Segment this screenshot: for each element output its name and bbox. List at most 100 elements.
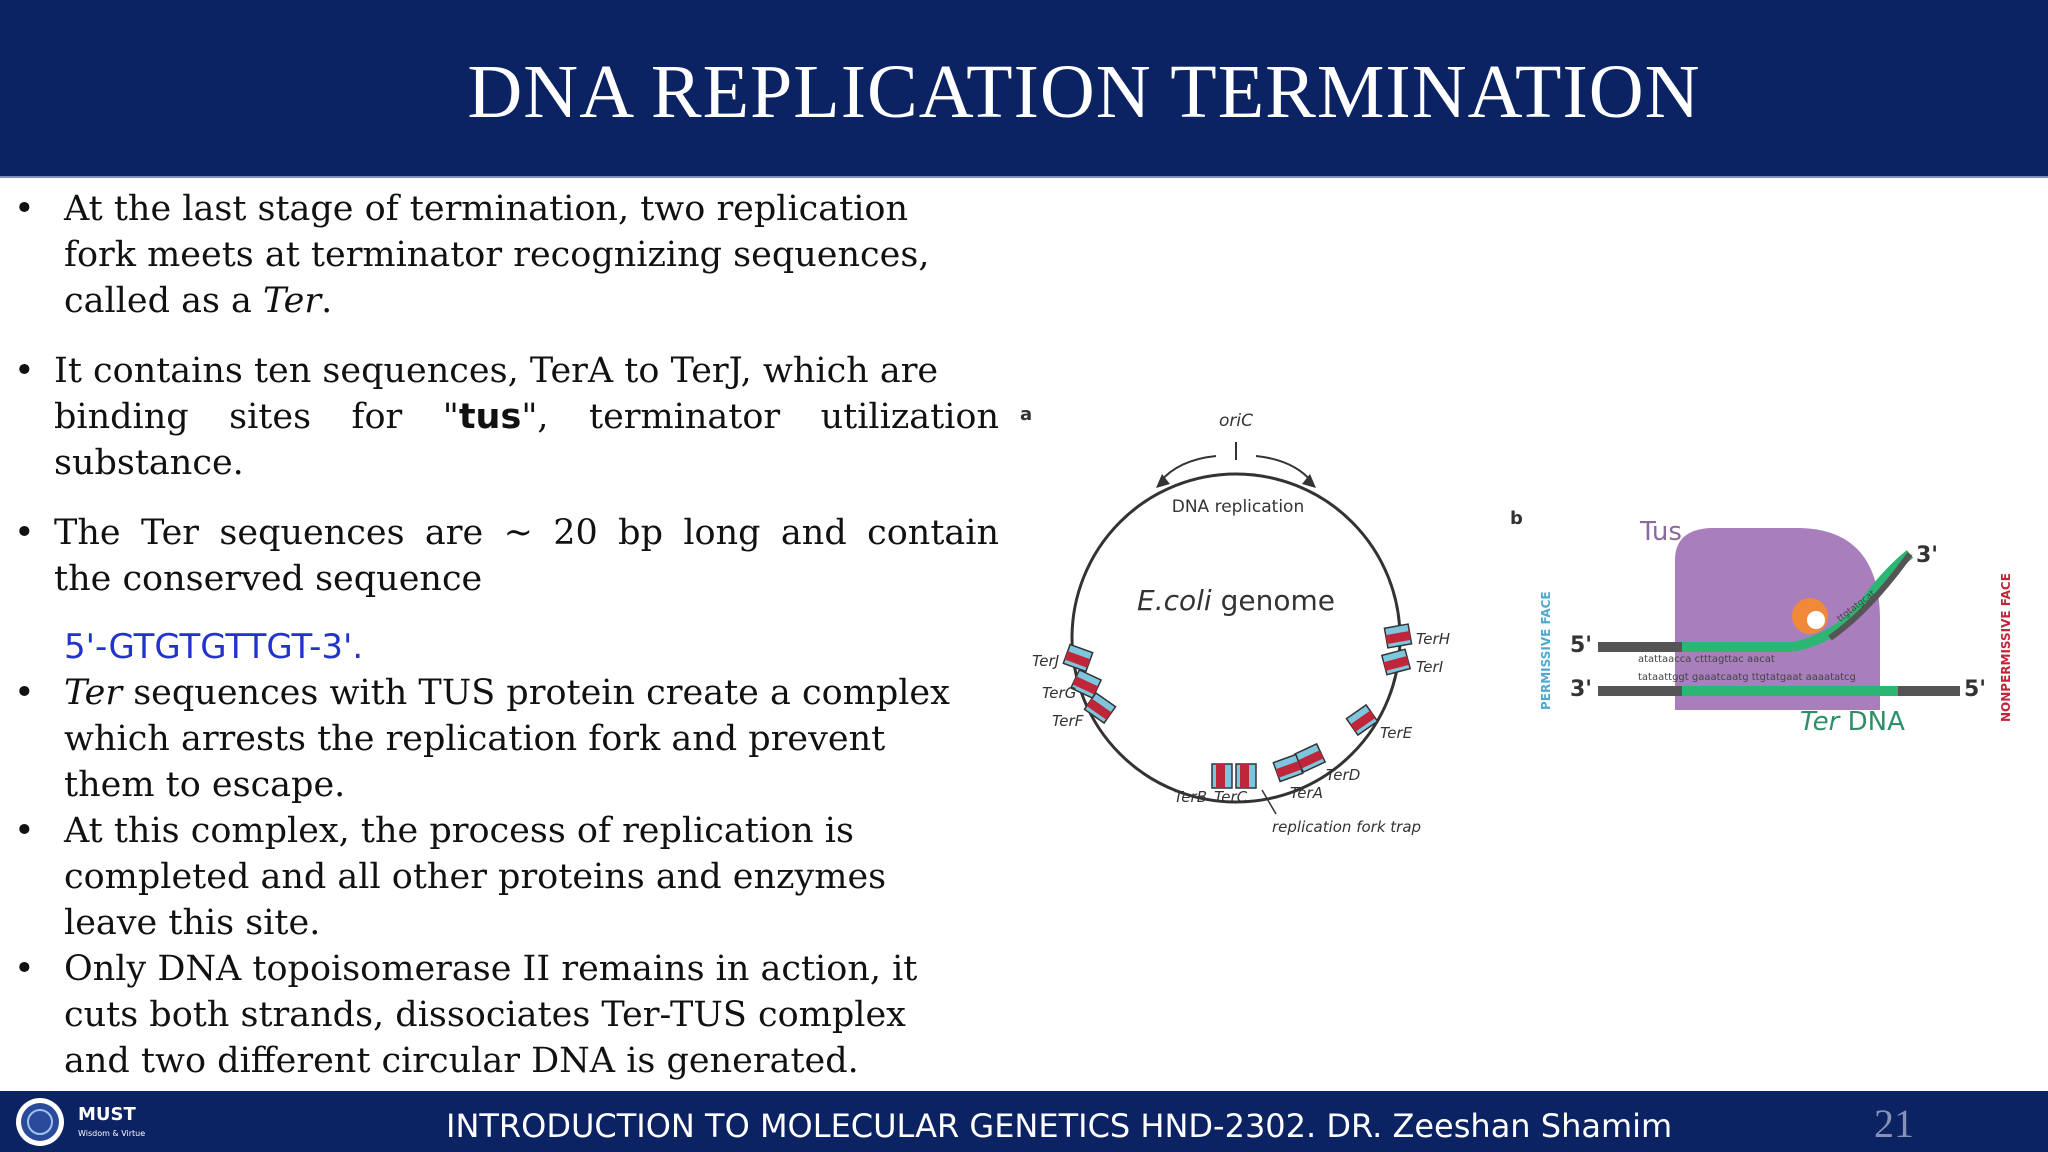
three-prime-right: 3'	[1916, 543, 1938, 568]
genome-label: E.coli genome	[1137, 584, 1335, 617]
ter-i-label: TerI	[1416, 658, 1444, 676]
ter-g-label: TerG	[1042, 684, 1076, 702]
ter-site-i	[1380, 648, 1412, 676]
text-run: ", terminator utilization	[521, 397, 999, 437]
genome-circle	[1070, 472, 1402, 804]
university-logo: MUST Wisdom & Virtue	[16, 1098, 145, 1146]
tus-label: Tus	[1639, 517, 1682, 547]
ter-j-label: TerJ	[1032, 652, 1059, 670]
bullet-marker: •	[14, 949, 35, 989]
bullet-marker: •	[14, 513, 35, 553]
ter-site-d	[1293, 742, 1327, 774]
ter-site-b	[1211, 763, 1233, 789]
bullet-marker: •	[14, 811, 35, 851]
logo-seal-ring	[27, 1109, 53, 1135]
bullet-line: them to escape.	[64, 765, 346, 805]
arrowhead	[1156, 474, 1170, 488]
bullet-line: Ter sequences with TUS protein create a …	[64, 670, 1004, 716]
ter-f-label: TerF	[1052, 712, 1084, 730]
ter-site-e	[1345, 703, 1379, 737]
dna-strand-curve	[1828, 552, 1913, 641]
text-run: .	[321, 281, 333, 321]
ter-dna-curve	[1790, 550, 1914, 652]
bullet-line: the conserved sequence	[54, 559, 483, 599]
term-ter: Ter	[263, 281, 322, 321]
term-tus: tus	[458, 397, 522, 437]
ter-site-a	[1272, 753, 1304, 783]
bullet-line: completed and all other proteins and enz…	[64, 857, 887, 897]
bullet-item: • Ter sequences with TUS protein create …	[14, 670, 1004, 808]
logo-seal-inner	[21, 1103, 59, 1141]
sequence-top: atattaacca ctttagttac aacat	[1638, 654, 1775, 665]
figure: a oriC DNA replication E.coli genome Ter…	[1020, 404, 2013, 836]
text-run: called as a	[64, 281, 264, 321]
arrowhead	[1302, 474, 1316, 488]
bullet-marker: •	[14, 351, 35, 391]
dna-strand-bottom-left	[1598, 686, 1690, 696]
replication-label: DNA replication	[1172, 497, 1304, 517]
dna-strand-top-left	[1598, 642, 1690, 652]
ter-a-label: TerA	[1290, 784, 1323, 802]
tus-protein	[1675, 528, 1880, 710]
bullet-line: fork meets at terminator recognizing seq…	[64, 235, 930, 275]
footer-course-title: INTRODUCTION TO MOLECULAR GENETICS HND-2…	[446, 1107, 1673, 1145]
ter-d-label: TerD	[1326, 766, 1360, 784]
replication-arrow-right	[1255, 455, 1313, 483]
ter-site-c	[1235, 763, 1257, 789]
ter-site-g	[1069, 668, 1103, 700]
bullet-item: • At this complex, the process of replic…	[14, 808, 1004, 946]
bullet-line: At this complex, the process of replicat…	[64, 811, 854, 851]
bullet-marker: •	[14, 673, 35, 713]
bullet-line: The Ter sequences are ~ 20 bp long and c…	[54, 513, 999, 553]
panel-b-label: b	[1510, 508, 1523, 529]
dna-strand-bottom-right	[1898, 686, 1960, 696]
bullet-item: • It contains ten sequences, TerA to Ter…	[14, 348, 999, 486]
bullet-item: • At the last stage of termination, two …	[14, 186, 1004, 324]
bullet-line: leave this site.	[64, 903, 321, 943]
three-prime-left: 3'	[1570, 677, 1592, 702]
bullet-item: • Only DNA topoisomerase II remains in a…	[14, 946, 1004, 1084]
page-number: 21	[1874, 1101, 1914, 1146]
replication-arrow-left	[1159, 455, 1217, 483]
nonpermissive-face-label: NONPERMISSIVE FACE	[1999, 573, 2013, 722]
conserved-sequence: 5'-GTGTGTTGT-3'.	[64, 627, 364, 667]
trap-pointer	[1261, 789, 1277, 815]
bullet-line: cuts both strands, dissociates Ter-TUS c…	[64, 995, 906, 1035]
ter-c-label: TerC	[1214, 788, 1248, 806]
bullet-line: called as a Ter.	[64, 278, 1004, 324]
ter-site-f	[1083, 691, 1117, 725]
ter-dna-label: Ter DNA	[1800, 707, 1905, 737]
oric-label: oriC	[1219, 411, 1253, 431]
slide-title: DNA REPLICATION TERMINATION	[467, 50, 1701, 134]
bullet-line: binding sites for "tus", terminator util…	[54, 394, 999, 440]
title-bar	[0, 0, 2048, 178]
panel-a-label: a	[1020, 404, 1032, 425]
text-run: DNA	[1839, 707, 1905, 737]
text-run: Ter	[1800, 707, 1842, 737]
ter-b-label: TerB	[1174, 788, 1207, 806]
text-run: binding sites for "	[54, 397, 459, 437]
bullet-line: which arrests the replication fork and p…	[64, 719, 886, 759]
logo-text: MUST	[78, 1104, 136, 1125]
sequence-bottom: tataattggt gaaatcaatg ttgtatgaat aaaatat…	[1638, 672, 1856, 683]
text-run: genome	[1212, 584, 1335, 617]
binding-site-center	[1807, 611, 1825, 629]
bullet-line: and two different circular DNA is genera…	[64, 1041, 859, 1081]
ter-h-label: TerH	[1416, 630, 1450, 648]
bullet-marker: •	[14, 189, 35, 229]
five-prime-right: 5'	[1964, 677, 1986, 702]
ter-dna-bottom	[1682, 686, 1898, 696]
bullet-line: At the last stage of termination, two re…	[64, 189, 909, 229]
text-run: E.coli	[1137, 584, 1212, 617]
footer-bar	[0, 1091, 2048, 1152]
text-run: sequences with TUS protein create a comp…	[122, 673, 950, 713]
bullet-line: substance.	[54, 443, 244, 483]
trap-label: replication fork trap	[1272, 818, 1421, 836]
ter-dna-top	[1682, 642, 1792, 652]
bullet-line: It contains ten sequences, TerA to TerJ,…	[54, 351, 939, 391]
five-prime-left: 5'	[1570, 633, 1592, 658]
ter-e-label: TerE	[1380, 724, 1413, 742]
bullet-line: Only DNA topoisomerase II remains in act…	[64, 949, 918, 989]
ter-site-j	[1062, 643, 1094, 673]
ter-site-h	[1383, 623, 1413, 649]
